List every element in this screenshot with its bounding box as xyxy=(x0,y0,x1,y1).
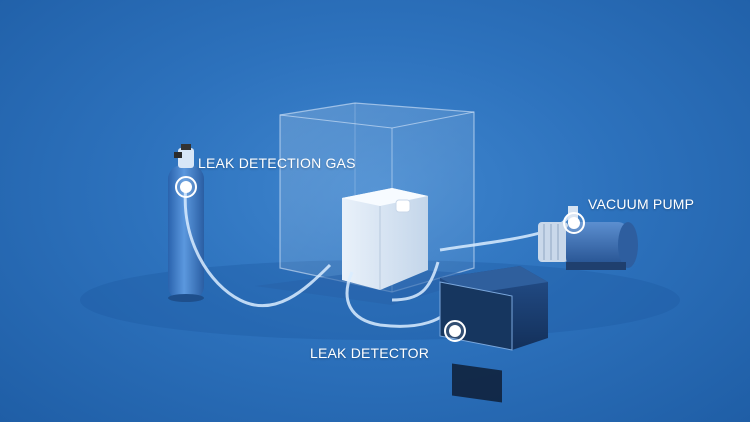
vacuum-pump-hotspot-icon[interactable] xyxy=(563,212,585,234)
hotspot-dot xyxy=(568,217,580,229)
leak-detection-gas-label: LEAK DETECTION GAS xyxy=(198,155,356,171)
vacuum-pump xyxy=(538,206,638,270)
leak-detector-hotspot-icon[interactable] xyxy=(444,320,466,342)
leak-detector-label: LEAK DETECTOR xyxy=(310,345,430,361)
gas-cylinder xyxy=(168,144,204,302)
test-object-tank xyxy=(342,188,428,290)
hotspot-dot xyxy=(449,325,461,337)
leak-detector-device xyxy=(439,266,548,403)
hotspot-dot xyxy=(180,181,192,193)
vacuum-pump-label: VACUUM PUMP xyxy=(588,196,695,212)
leak-detection-gas-hotspot-icon[interactable] xyxy=(175,176,197,198)
